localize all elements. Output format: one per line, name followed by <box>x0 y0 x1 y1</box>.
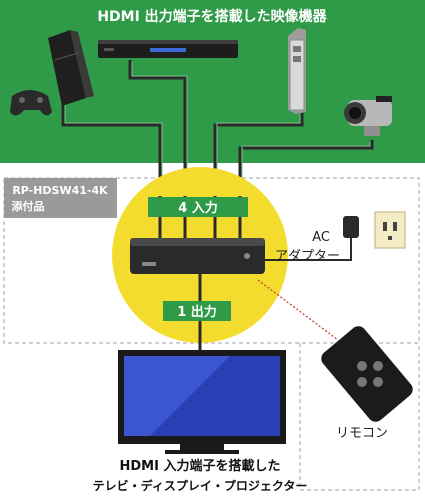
cable-highlights <box>64 62 371 196</box>
wall-outlet-icon <box>374 211 406 249</box>
input-cables <box>61 60 374 196</box>
cable-1 <box>61 100 162 196</box>
cable-2 <box>128 60 187 196</box>
camcorder-icon <box>344 96 392 136</box>
game-console-icon <box>48 30 94 106</box>
product-label-box <box>4 178 117 218</box>
cable-4 <box>238 140 374 196</box>
remote-label: リモコン <box>336 426 388 441</box>
remote-area-border <box>299 343 420 491</box>
ir-signal-line <box>257 279 339 341</box>
hdmi-switch-device <box>130 238 265 274</box>
tv-monitor-icon <box>118 350 286 454</box>
tower-pc-icon <box>288 28 306 114</box>
output-label: 1 出力 <box>177 304 217 320</box>
ac-adapter-icon <box>265 216 359 261</box>
gamepad-icon <box>10 90 52 116</box>
display-caption-2: テレビ・ディスプレイ・プロジェクター <box>93 478 308 493</box>
input-label-box <box>148 197 248 217</box>
output-label-box <box>163 301 231 321</box>
included-items-area <box>3 177 420 344</box>
cable-3 <box>213 112 304 196</box>
input-label: 4 入力 <box>178 200 218 216</box>
ac-adapter-label-2: アダプター <box>275 249 340 264</box>
ac-adapter-label-1: AC <box>312 230 330 245</box>
display-caption-1: HDMI 入力端子を搭載した <box>120 458 281 474</box>
product-model: RP-HDSW41-4K <box>12 184 108 197</box>
product-note: 添付品 <box>12 199 45 213</box>
remote-control-icon <box>321 326 413 422</box>
bluray-player-icon <box>98 40 238 58</box>
source-panel-title: HDMI 出力端子を搭載した映像機器 <box>97 8 327 25</box>
